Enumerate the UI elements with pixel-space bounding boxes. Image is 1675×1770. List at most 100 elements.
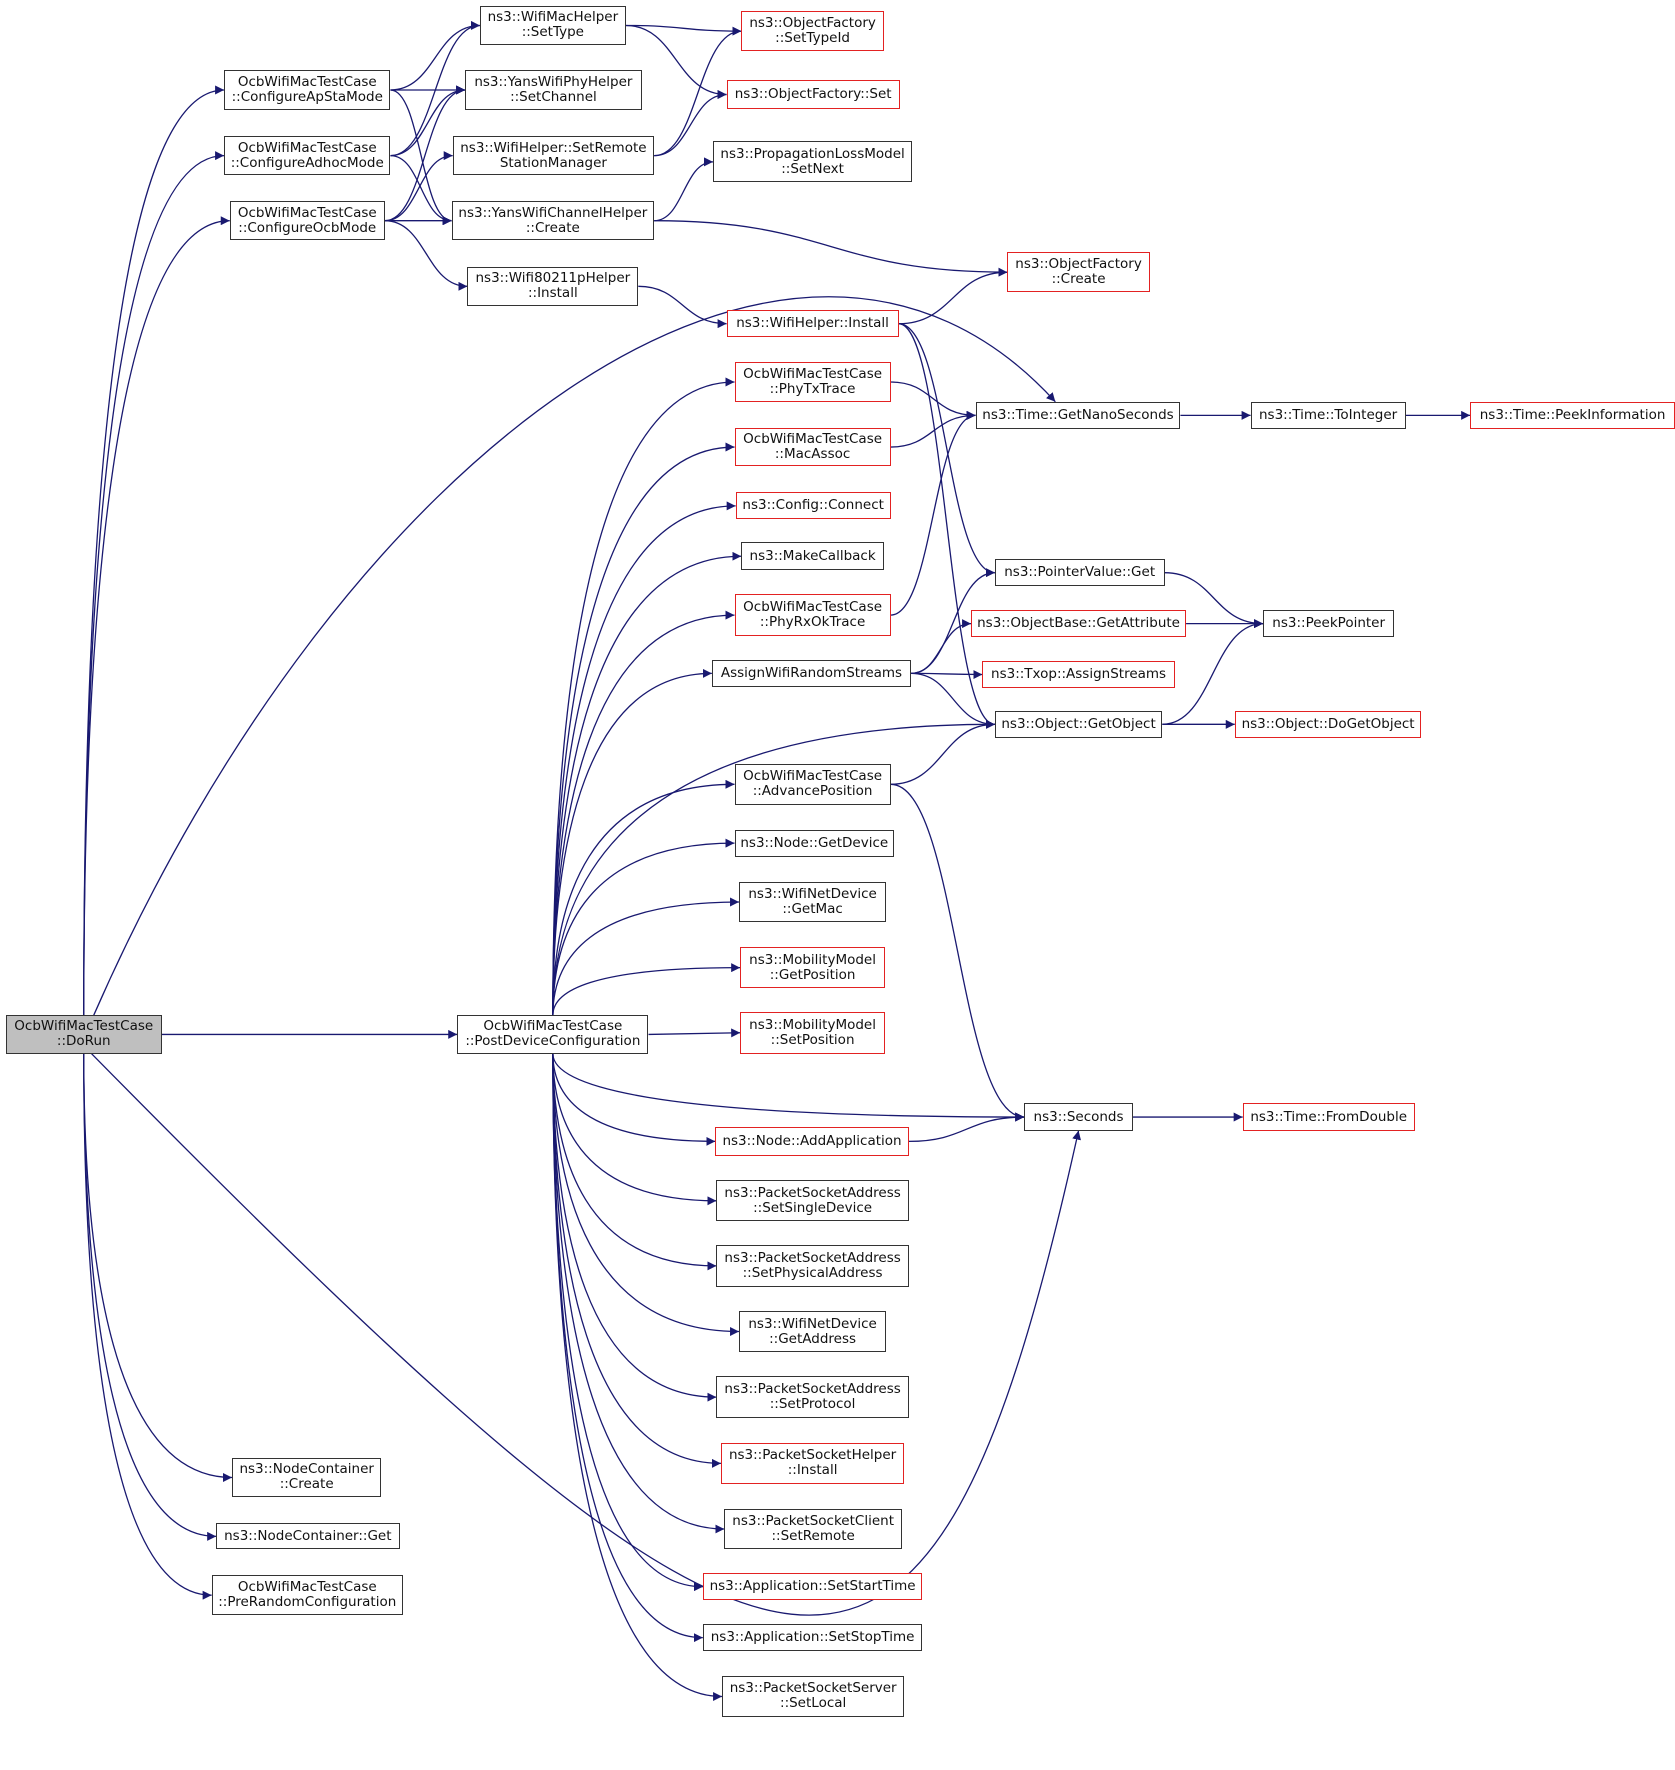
node-label-line: StationManager [499, 154, 607, 171]
node-label-line: ns3::PacketSocketAddress [724, 1184, 901, 1201]
node-label-line: AssignWifiRandomStreams [720, 664, 903, 681]
node-phyrx[interactable]: OcbWifiMacTestCase::PhyRxOkTrace [734, 594, 891, 637]
node-label-line: OcbWifiMacTestCase [743, 599, 883, 616]
node-cfgconnect[interactable]: ns3::Config::Connect [735, 492, 891, 520]
node-nodegetdev[interactable]: ns3::Node::GetDevice [734, 829, 895, 857]
edge-postdev-to-appstart [552, 1053, 703, 1592]
node-label-line: ns3::WifiMacHelper [487, 9, 619, 26]
edge-assignrs-to-obgetattr [911, 619, 972, 675]
node-dogetobject[interactable]: ns3::Object::DoGetObject [1234, 710, 1422, 738]
node-mmsetpos[interactable]: ns3::MobilityModel::SetPosition [740, 1011, 886, 1054]
edge-assignrs-to-getobject [911, 672, 995, 729]
node-plmsetnext[interactable]: ns3::PropagationLossModel::SetNext [713, 141, 913, 183]
node-label-line: ns3::Time::GetNanoSeconds [982, 406, 1174, 423]
edge-ywchcreate-to-ofcreate [654, 220, 1008, 277]
node-psasingle[interactable]: ns3::PacketSocketAddress::SetSingleDevic… [716, 1180, 909, 1222]
edge-postdev-to-seconds [552, 1053, 1025, 1122]
node-nccreate[interactable]: ns3::NodeContainer::Create [232, 1457, 382, 1498]
node-getobject[interactable]: ns3::Object::GetObject [994, 710, 1163, 738]
node-addapp[interactable]: ns3::Node::AddApplication [715, 1127, 909, 1156]
node-phytx[interactable]: OcbWifiMacTestCase::PhyTxTrace [734, 362, 891, 402]
node-txopassign[interactable]: ns3::Txop::AssignStreams [982, 660, 1175, 689]
node-label-line: ::SetProtocol [769, 1396, 856, 1413]
node-peekinfo[interactable]: ns3::Time::PeekInformation [1470, 401, 1675, 429]
node-prerand[interactable]: OcbWifiMacTestCase::PreRandomConfigurati… [211, 1575, 403, 1615]
edge-postdev-to-addapp [552, 1053, 716, 1146]
node-appstart[interactable]: ns3::Application::SetStartTime [702, 1573, 923, 1601]
node-getnano[interactable]: ns3::Time::GetNanoSeconds [975, 401, 1181, 429]
node-label-line: ::GetMac [782, 900, 843, 917]
edge-postdev-to-cfgconnect [552, 501, 736, 1016]
node-label-line: ns3::Application::SetStopTime [710, 1629, 915, 1646]
node-peekptr[interactable]: ns3::PeekPointer [1263, 610, 1395, 638]
node-settype[interactable]: ns3::WifiMacHelper::SetType [479, 5, 626, 46]
node-pvget[interactable]: ns3::PointerValue::Get [994, 559, 1165, 587]
node-postdev[interactable]: OcbWifiMacTestCase::PostDeviceConfigurat… [457, 1015, 649, 1054]
edge-macassoc-to-getnano [890, 410, 976, 448]
edge-apsta-to-settype [390, 20, 480, 91]
edge-ocbmode-to-w80211install [384, 220, 468, 291]
node-label-line: OcbWifiMacTestCase [743, 365, 883, 382]
node-ofcreate[interactable]: ns3::ObjectFactory::Create [1007, 252, 1150, 292]
edge-dorun-to-getnano [93, 296, 1056, 1016]
node-w80211install[interactable]: ns3::Wifi80211pHelper::Install [467, 267, 639, 306]
node-label-line: ns3::Node::AddApplication [722, 1132, 902, 1149]
edge-advpos-to-seconds [890, 783, 1025, 1122]
node-whinstall[interactable]: ns3::WifiHelper::Install [726, 310, 899, 338]
edge-ocbmode-to-setremote [384, 151, 453, 222]
node-tointeger[interactable]: ns3::Time::ToInteger [1250, 401, 1406, 429]
node-psaphys[interactable]: ns3::PacketSocketAddress::SetPhysicalAdd… [716, 1244, 909, 1287]
node-label-line: ns3::Time::ToInteger [1259, 406, 1398, 423]
node-label-line: ::PhyRxOkTrace [759, 614, 866, 631]
node-seconds[interactable]: ns3::Seconds [1024, 1103, 1133, 1131]
edge-postdev-to-phyrx [552, 610, 735, 1016]
edge-settype-to-ofset [625, 24, 727, 99]
edge-adhoc-to-settype [390, 20, 480, 157]
node-label-line: ns3::Object::DoGetObject [1241, 715, 1415, 732]
node-ofsettypeid[interactable]: ns3::ObjectFactory::SetTypeId [741, 11, 884, 51]
node-makecb[interactable]: ns3::MakeCallback [741, 542, 884, 571]
node-label-line: ns3::WifiNetDevice [748, 1315, 877, 1332]
node-assignrs[interactable]: AssignWifiRandomStreams [711, 659, 912, 687]
node-label-line: ns3::ObjectFactory [749, 15, 876, 32]
node-obgetattr[interactable]: ns3::ObjectBase::GetAttribute [971, 610, 1187, 638]
node-advpos[interactable]: OcbWifiMacTestCase::AdvancePosition [734, 763, 891, 805]
node-fromdouble[interactable]: ns3::Time::FromDouble [1242, 1103, 1415, 1131]
node-label-line: ns3::PacketSocketHelper [728, 1447, 897, 1464]
edge-pvget-to-peekptr [1164, 572, 1264, 629]
node-ncget[interactable]: ns3::NodeContainer::Get [216, 1523, 400, 1550]
node-apsta[interactable]: OcbWifiMacTestCase::ConfigureApStaMode [224, 70, 391, 110]
node-label-line: ::PreRandomConfiguration [218, 1594, 397, 1611]
node-ywchcreate[interactable]: ns3::YansWifiChannelHelper::Create [451, 201, 655, 240]
node-label-line: ::Create [279, 1476, 334, 1493]
node-wndgetaddr[interactable]: ns3::WifiNetDevice::GetAddress [739, 1310, 887, 1353]
node-wndgetmac[interactable]: ns3::WifiNetDevice::GetMac [739, 881, 887, 923]
edge-assignrs-to-txopassign [911, 670, 983, 680]
edge-postdev-to-advpos [552, 779, 735, 1016]
node-label-line: OcbWifiMacTestCase [743, 431, 883, 448]
node-ofset[interactable]: ns3::ObjectFactory::Set [726, 80, 900, 109]
node-psaproto[interactable]: ns3::PacketSocketAddress::SetProtocol [716, 1376, 909, 1419]
node-label-line: ns3::PacketSocketServer [729, 1680, 897, 1697]
node-label-line: ::MacAssoc [774, 446, 851, 463]
node-label-line: ns3::MobilityModel [749, 1016, 876, 1033]
node-label-line: ns3::Config::Connect [742, 497, 884, 514]
edge-postdev-to-wndgetmac [552, 897, 740, 1016]
edge-postdev-to-assignrs [552, 668, 712, 1016]
edge-addapp-to-seconds [908, 1112, 1025, 1143]
node-ocbmode[interactable]: OcbWifiMacTestCase::ConfigureOcbMode [229, 201, 385, 240]
node-label-line: ::Create [525, 219, 580, 236]
node-macassoc[interactable]: OcbWifiMacTestCase::MacAssoc [734, 427, 891, 467]
node-pssetlocal[interactable]: ns3::PacketSocketServer::SetLocal [722, 1676, 905, 1717]
node-adhoc[interactable]: OcbWifiMacTestCase::ConfigureAdhocMode [224, 135, 391, 176]
node-mmgetpos[interactable]: ns3::MobilityModel::GetPosition [740, 947, 886, 988]
node-label-line: ::ConfigureOcbMode [238, 219, 377, 236]
node-label-line: ns3::ObjectBase::GetAttribute [977, 615, 1180, 632]
node-appstop[interactable]: ns3::Application::SetStopTime [702, 1624, 923, 1652]
edge-setremote-to-ofset [654, 90, 727, 157]
node-setchannel[interactable]: ns3::YansWifiPhyHelper::SetChannel [465, 70, 642, 110]
node-pshinstall[interactable]: ns3::PacketSocketHelper::Install [720, 1442, 905, 1484]
node-pscremote[interactable]: ns3::PacketSocketClient::SetRemote [724, 1508, 902, 1550]
node-label-line: ::Create [1051, 271, 1106, 288]
